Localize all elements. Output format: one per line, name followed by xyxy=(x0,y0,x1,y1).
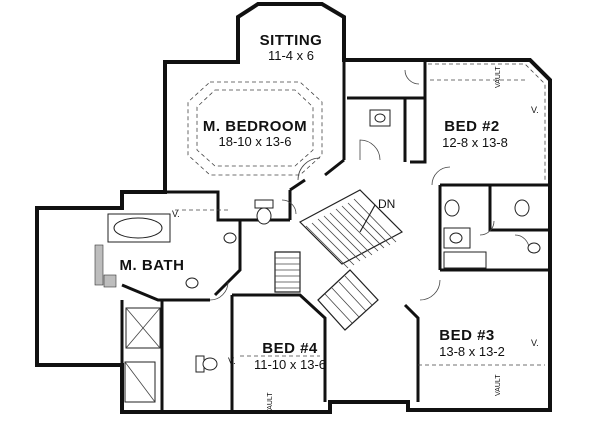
staircase: DN xyxy=(274,189,403,331)
toilet-bed4 xyxy=(195,355,218,373)
room-dimensions: 12-8 x 13-8 xyxy=(442,135,508,150)
room-name: M. BATH xyxy=(120,257,185,274)
vault-label: VAULT xyxy=(267,392,274,414)
vault-label: VAULT xyxy=(495,374,502,396)
room-bed3: BED #3 13-8 x 13-2 xyxy=(439,327,505,359)
room-dimensions: 13-8 x 13-2 xyxy=(439,344,505,359)
bathtub xyxy=(107,213,171,243)
room-name: BED #2 xyxy=(444,118,500,135)
stairs-down-label: DN xyxy=(378,197,395,211)
vault-markers: VAULT VAULT VAULT V. V. V. V. xyxy=(172,66,539,414)
doors xyxy=(209,69,530,301)
interior-walls xyxy=(120,60,550,412)
sink-bed2 xyxy=(369,109,391,127)
tile-surround xyxy=(94,244,117,288)
room-bed2: BED #2 12-8 x 13-8 xyxy=(442,118,508,150)
tub-jack-and-jill xyxy=(443,251,487,269)
toilet-bed2 xyxy=(444,199,530,217)
shower-master xyxy=(125,307,161,349)
vault-abbrev: V. xyxy=(531,338,539,348)
toilet-master xyxy=(254,199,274,225)
room-dimensions: 11-10 x 13-6 xyxy=(254,357,326,372)
vault-abbrev: V. xyxy=(228,356,236,366)
ceiling-details xyxy=(175,63,546,366)
sink-master xyxy=(185,232,237,289)
room-bed4: BED #4 11-10 x 13-6 xyxy=(254,340,326,372)
room-sitting: SITTING 11-4 x 6 xyxy=(260,32,323,63)
vault-abbrev: V. xyxy=(172,209,180,219)
room-name: SITTING xyxy=(260,32,323,49)
room-master-bath: M. BATH xyxy=(120,257,185,274)
vault-abbrev: V. xyxy=(531,105,539,115)
vault-label: VAULT xyxy=(495,66,502,88)
room-dimensions: 11-4 x 6 xyxy=(268,48,314,63)
room-name: M. BEDROOM xyxy=(203,118,307,135)
vanity-jack-and-jill xyxy=(443,227,541,254)
exterior-walls xyxy=(35,1,552,414)
room-dimensions: 18-10 x 13-6 xyxy=(219,134,292,149)
room-name: BED #4 xyxy=(262,340,318,357)
room-name: BED #3 xyxy=(439,327,495,344)
room-master-bedroom: M. BEDROOM 18-10 x 13-6 xyxy=(203,118,307,149)
stair-arrow xyxy=(359,204,376,233)
shower-bed4 xyxy=(124,361,156,403)
